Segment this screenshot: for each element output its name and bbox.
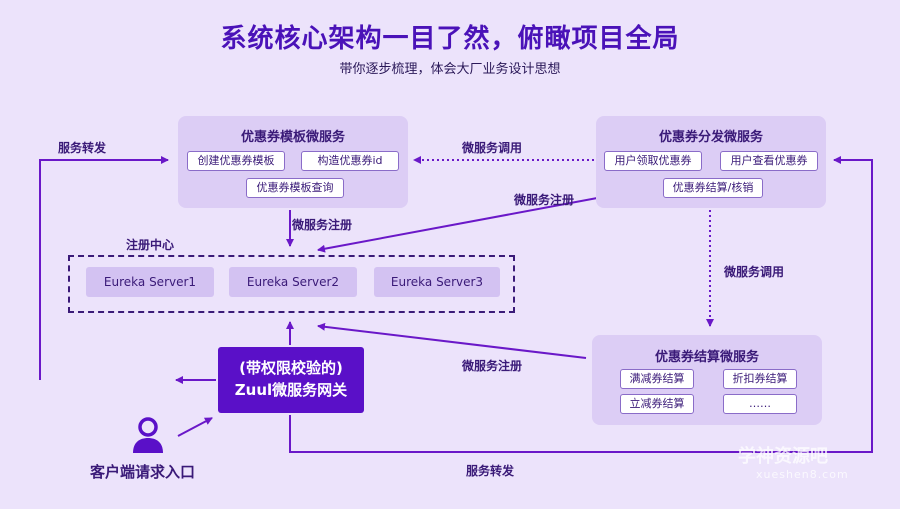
settlement-service-panel: 优惠券结算微服务 满减券结算 折扣券结算 立减券结算 …… — [592, 335, 822, 425]
full-reduction-chip[interactable]: 满减券结算 — [620, 369, 694, 389]
more-chip[interactable]: …… — [723, 394, 797, 414]
eureka-server-2[interactable]: Eureka Server2 — [229, 267, 357, 297]
registry-box: Eureka Server1 Eureka Server2 Eureka Ser… — [68, 255, 515, 313]
register-distribution-connector — [317, 195, 609, 253]
call-vertical-label: 微服务调用 — [724, 265, 785, 279]
gateway-line1: (带权限校验的) — [239, 359, 343, 377]
settlement-service-title: 优惠券结算微服务 — [654, 350, 759, 365]
build-coupon-id-chip[interactable]: 构造优惠券id — [301, 151, 399, 171]
view-coupon-chip[interactable]: 用户查看优惠券 — [720, 151, 818, 171]
forward-top-connector — [39, 156, 169, 380]
watermark-sub: xueshen8.com — [756, 468, 849, 481]
call-horizontal-label: 微服务调用 — [462, 141, 523, 155]
register-settlement-connector — [317, 322, 587, 359]
zuul-gateway-box[interactable]: (带权限校验的) Zuul微服务网关 — [218, 347, 364, 413]
user-icon — [130, 416, 166, 456]
gateway-line2: Zuul微服务网关 — [234, 381, 348, 399]
instant-reduction-chip[interactable]: 立减券结算 — [620, 394, 694, 414]
forward-bottom-connector — [289, 156, 873, 453]
template-service-panel: 优惠券模板微服务 创建优惠券模板 构造优惠券id 优惠券模板查询 — [178, 116, 408, 208]
forward-bottom-label: 服务转发 — [466, 464, 515, 478]
page-subtitle: 带你逐步梳理，体会大厂业务设计思想 — [339, 62, 561, 77]
forward-top-label: 服务转发 — [58, 141, 107, 155]
claim-coupon-chip[interactable]: 用户领取优惠券 — [604, 151, 702, 171]
registry-label: 注册中心 — [126, 238, 175, 252]
page-title: 系统核心架构一目了然，俯瞰项目全局 — [220, 24, 680, 54]
client-entry-label: 客户端请求入口 — [90, 463, 196, 481]
distribution-service-panel: 优惠券分发微服务 用户领取优惠券 用户查看优惠券 优惠券结算/核销 — [596, 116, 826, 208]
register-distribution-label: 微服务注册 — [514, 193, 575, 207]
settle-coupon-chip[interactable]: 优惠券结算/核销 — [663, 178, 763, 198]
register-template-label: 微服务注册 — [292, 218, 353, 232]
eureka-server-3[interactable]: Eureka Server3 — [374, 267, 500, 297]
watermark: 学神资源吧 xueshen8.com — [738, 442, 849, 481]
create-template-chip[interactable]: 创建优惠券模板 — [187, 151, 285, 171]
register-settlement-label: 微服务注册 — [462, 359, 523, 373]
distribution-service-title: 优惠券分发微服务 — [658, 130, 763, 145]
template-service-title: 优惠券模板微服务 — [240, 130, 345, 145]
template-query-chip[interactable]: 优惠券模板查询 — [246, 178, 344, 198]
client-to-gateway-connector — [177, 417, 213, 437]
eureka-server-1[interactable]: Eureka Server1 — [86, 267, 214, 297]
watermark-main: 学神资源吧 — [738, 446, 828, 467]
discount-chip[interactable]: 折扣券结算 — [723, 369, 797, 389]
